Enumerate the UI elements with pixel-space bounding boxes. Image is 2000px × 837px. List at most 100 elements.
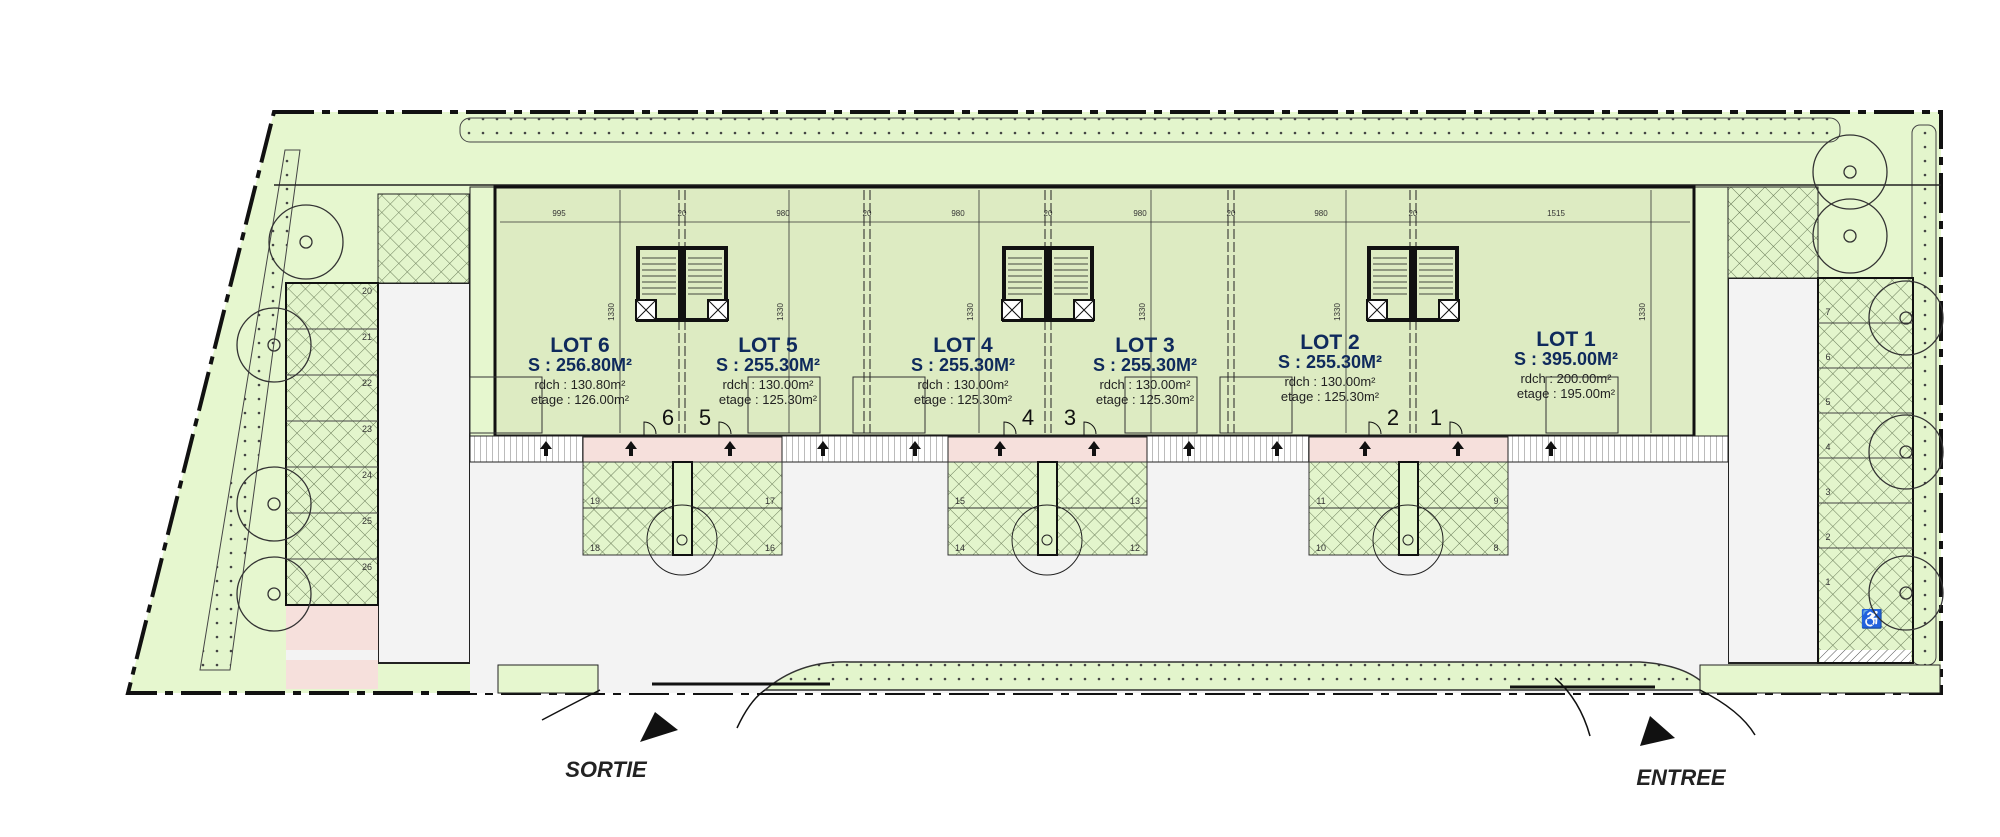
left-road	[377, 282, 471, 664]
door-number: 2	[1387, 405, 1399, 430]
parking-space-number: 5	[1825, 397, 1830, 407]
front-hedge	[762, 661, 1712, 691]
top-hedge	[459, 117, 1841, 143]
dimension-depth: 1330	[1638, 303, 1647, 321]
lot-name: LOT 5	[738, 334, 798, 357]
door-icon	[643, 421, 657, 436]
lot-upper-floor: etage : 125.30m²	[1281, 389, 1380, 404]
tree-icon	[1812, 198, 1888, 274]
dimension-depth: 1330	[776, 303, 785, 321]
dimension-depth: 1330	[1333, 303, 1342, 321]
arrow-up-icon	[724, 441, 736, 456]
parking-space-number: 6	[1825, 352, 1830, 362]
parking-space-number: 1	[1825, 577, 1830, 587]
lot-upper-floor: etage : 125.30m²	[914, 392, 1013, 407]
left-planter	[377, 193, 470, 284]
tree-icon	[1812, 134, 1888, 210]
lot-surface: S : 256.80M²	[528, 355, 632, 375]
arrow-up-icon	[1271, 441, 1283, 456]
dimension-width: 20	[1409, 209, 1418, 218]
parking-space-number: 15	[955, 496, 965, 506]
dimension-width: 980	[1314, 209, 1328, 218]
parking-space-number: 16	[765, 543, 775, 553]
door-icon	[1083, 421, 1097, 436]
lot-upper-floor: etage : 126.00m²	[531, 392, 630, 407]
tree-icon	[1868, 555, 1944, 631]
parking-space-number: 24	[362, 470, 372, 480]
right-planter	[1727, 186, 1819, 279]
door-icon	[718, 421, 732, 436]
door-icon	[1368, 421, 1382, 436]
lot-name: LOT 2	[1300, 331, 1360, 354]
lot-upper-floor: etage : 125.30m²	[1096, 392, 1195, 407]
room-outline	[747, 376, 821, 434]
left-hedge	[199, 149, 301, 671]
dimension-depth: 1330	[607, 303, 616, 321]
parking-space-number: 13	[1130, 496, 1140, 506]
room-outline	[1219, 376, 1293, 434]
lot-name: LOT 1	[1536, 328, 1596, 351]
parking-space-number: 23	[362, 424, 372, 434]
door-number: 6	[662, 405, 674, 430]
entry-arrow-icon	[1640, 716, 1675, 746]
staircase-icon	[1048, 246, 1095, 322]
accessible-parking-icon: ♿	[1861, 608, 1883, 629]
dimension-width: 20	[863, 209, 872, 218]
parking-space-number: 11	[1316, 496, 1325, 506]
lot-upper-floor: etage : 195.00m²	[1517, 386, 1616, 401]
lot-ground-floor: rdch : 130.00m²	[1284, 374, 1376, 389]
dimension-depth: 1330	[966, 303, 975, 321]
dimension-width: 980	[776, 209, 790, 218]
tree-icon	[236, 556, 312, 632]
arrow-up-icon	[1359, 441, 1371, 456]
parking-space-number: 20	[362, 286, 372, 296]
dimension-width: 995	[552, 209, 566, 218]
lot-ground-floor: rdch : 130.00m²	[917, 377, 1009, 392]
lot-surface: S : 255.30M²	[911, 355, 1015, 375]
tree-icon	[1868, 280, 1944, 356]
dimension-width: 980	[1133, 209, 1147, 218]
entrance-paving	[947, 436, 1148, 463]
entrance-paving	[1308, 436, 1509, 463]
parking-space-number: 21	[362, 332, 372, 342]
door-number: 1	[1430, 405, 1442, 430]
lot-surface: S : 395.00M²	[1514, 349, 1618, 369]
arrow-up-icon	[625, 441, 637, 456]
arrow-up-icon	[994, 441, 1006, 456]
lot-ground-floor: rdch : 130.00m²	[1099, 377, 1191, 392]
door-number: 4	[1022, 405, 1034, 430]
staircase-icon	[682, 246, 729, 322]
parking-space-number: 8	[1493, 543, 1498, 553]
dimension-depth: 1330	[1138, 303, 1147, 321]
tree-icon	[236, 307, 312, 383]
parking-space-number: 2	[1825, 532, 1830, 542]
arrow-up-icon	[540, 441, 552, 456]
staircase-icon	[1001, 246, 1048, 322]
room-outline	[852, 376, 926, 434]
arrow-up-icon	[1545, 441, 1557, 456]
entry-label: ENTREE	[1636, 765, 1727, 790]
lot-ground-floor: rdch : 130.00m²	[722, 377, 814, 392]
parking-space-number: 22	[362, 378, 372, 388]
parking-space-number: 7	[1825, 307, 1830, 317]
door-number: 3	[1064, 405, 1076, 430]
staircase-icon	[1366, 246, 1413, 322]
lot-name: LOT 4	[933, 334, 993, 357]
door-icon	[1449, 421, 1463, 436]
lot-name: LOT 3	[1115, 334, 1175, 357]
room-outline	[469, 376, 543, 434]
lot-ground-floor: rdch : 130.80m²	[534, 377, 626, 392]
parking-space-number: 3	[1825, 487, 1830, 497]
parking-space-number: 25	[362, 516, 372, 526]
lot-surface: S : 255.30M²	[1278, 352, 1382, 372]
exit-label: SORTIE	[565, 757, 648, 782]
arrow-up-icon	[1088, 441, 1100, 456]
right-road	[1727, 277, 1819, 664]
arrow-up-icon	[817, 441, 829, 456]
parking-space-number: 12	[1130, 543, 1140, 553]
lot-upper-floor: etage : 125.30m²	[719, 392, 818, 407]
lot-surface: S : 255.30M²	[716, 355, 820, 375]
